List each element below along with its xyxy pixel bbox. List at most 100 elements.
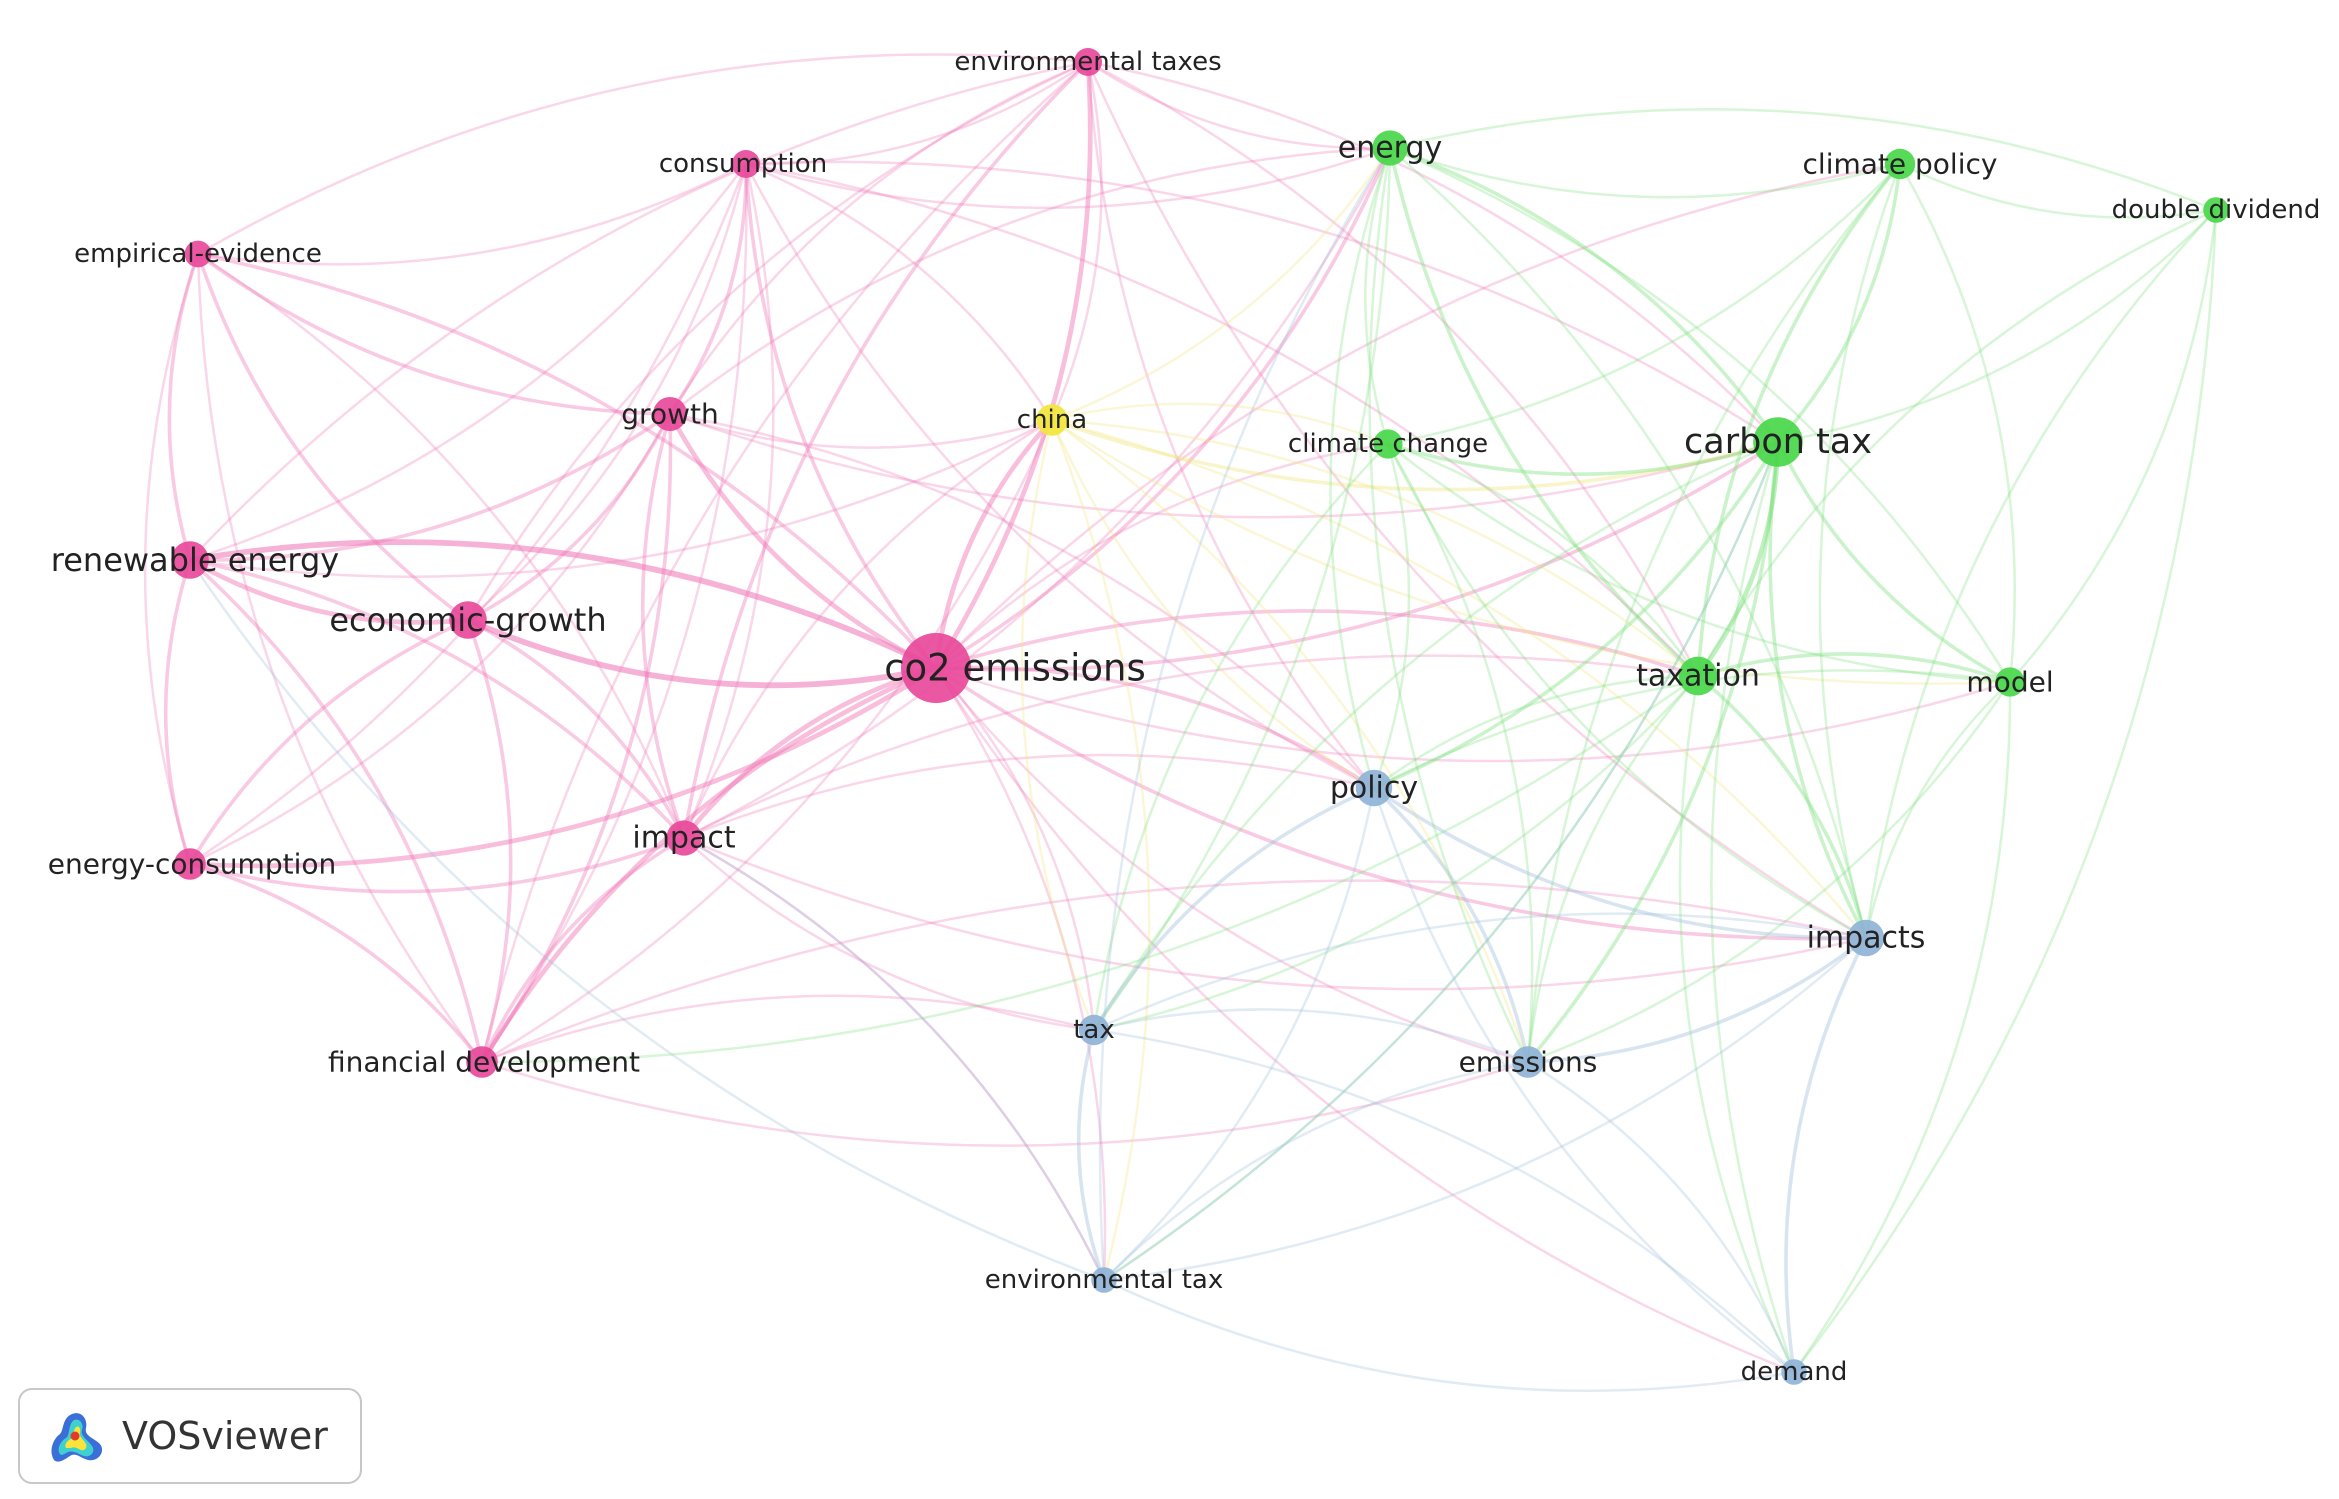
- edge-co2-econgrowth: [466, 617, 937, 689]
- edge-policy-demand: [1372, 787, 1795, 1374]
- vosviewer-logo-icon: [51, 1413, 103, 1462]
- edge-envtax-impact: [683, 836, 1106, 1281]
- node-label-findev[interactable]: financial development: [328, 1046, 640, 1079]
- edge-impacts-emissions: [1527, 936, 1868, 1064]
- node-label-envtax[interactable]: environmental tax: [985, 1265, 1224, 1295]
- node-label-renewable[interactable]: renewable energy: [51, 541, 339, 579]
- node-label-empirical[interactable]: empirical-evidence: [74, 239, 322, 269]
- edge-policy-impacts: [1372, 786, 1867, 940]
- node-emissions[interactable]: [1512, 1046, 1544, 1078]
- node-growth[interactable]: [653, 397, 687, 431]
- edge-model-demand: [1792, 681, 2012, 1373]
- edge-climatechange-taxation: [1387, 442, 1700, 677]
- edge-doubledividend-demand: [1793, 209, 2218, 1373]
- node-model[interactable]: [1995, 667, 2025, 697]
- edge-energy-doubledividend: [1389, 108, 2217, 212]
- edge-energy-impacts: [1389, 147, 1868, 939]
- edge-impact-tax: [683, 837, 1095, 1032]
- node-label-climatepolicy[interactable]: climate policy: [1803, 148, 1998, 181]
- node-renewable[interactable]: [171, 541, 209, 579]
- node-doubledividend[interactable]: [2203, 197, 2229, 223]
- edge-co2-impact: [682, 665, 937, 840]
- node-label-consumption[interactable]: consumption: [659, 149, 827, 179]
- edge-co2-climatechange: [935, 442, 1389, 669]
- node-label-emissions[interactable]: emissions: [1459, 1046, 1598, 1079]
- edge-china-climatechange: [1051, 402, 1389, 446]
- edge-co2-energy: [935, 147, 1392, 670]
- node-label-growth[interactable]: growth: [621, 398, 718, 431]
- edge-growth-policy: [669, 412, 1375, 789]
- node-label-tax[interactable]: tax: [1073, 1015, 1115, 1045]
- node-findev[interactable]: [466, 1046, 498, 1078]
- edge-impact-taxation: [683, 654, 1699, 840]
- node-label-policy[interactable]: policy: [1330, 771, 1418, 806]
- edge-energy-climatechange: [1364, 147, 1392, 445]
- edge-co2-tax: [935, 667, 1096, 1031]
- edge-energycons-findev: [189, 862, 484, 1064]
- node-label-impacts[interactable]: impacts: [1807, 921, 1926, 956]
- edge-taxation-impacts: [1696, 674, 1868, 939]
- node-energy[interactable]: [1372, 130, 1408, 166]
- edge-envtax-energy: [1098, 147, 1392, 1281]
- edge-energy-emissions: [1368, 147, 1530, 1063]
- edge-envtax-renewable: [188, 559, 1105, 1282]
- edge-econgrowth-findev: [466, 619, 513, 1063]
- node-label-china[interactable]: china: [1017, 405, 1087, 435]
- node-tax[interactable]: [1078, 1014, 1110, 1046]
- edge-climatepolicy-doubledividend: [1899, 162, 2217, 219]
- node-policy[interactable]: [1355, 769, 1393, 807]
- edge-climatechange-model: [1387, 443, 2011, 684]
- edge-co2-energycons: [189, 666, 938, 869]
- node-label-impact[interactable]: impact: [632, 821, 735, 856]
- node-label-co2[interactable]: co2 emissions: [884, 647, 1146, 690]
- edge-co2-empirical: [197, 252, 938, 670]
- node-label-taxation[interactable]: taxation: [1636, 659, 1760, 694]
- node-climatepolicy[interactable]: [1884, 148, 1916, 180]
- edge-renewable-impact: [189, 558, 686, 840]
- node-label-envtaxes[interactable]: environmental taxes: [954, 47, 1221, 77]
- edge-model-emissions: [1527, 681, 2012, 1064]
- edge-renewable-growth: [189, 412, 672, 562]
- edge-impact-impacts: [683, 836, 1867, 991]
- edge-climatepolicy-impacts: [1818, 163, 1902, 939]
- edge-impact-envtaxes: [682, 60, 1090, 839]
- node-label-econgrowth[interactable]: economic-growth: [329, 601, 606, 639]
- edge-growth-envtaxes: [668, 60, 1089, 415]
- node-econgrowth[interactable]: [449, 601, 487, 639]
- edge-carbontax-envtax: [1103, 441, 1780, 1282]
- node-label-carbontax[interactable]: carbon tax: [1684, 422, 1872, 462]
- edge-co2-demand: [934, 667, 1795, 1374]
- node-label-demand[interactable]: demand: [1741, 1357, 1848, 1387]
- node-empirical[interactable]: [184, 240, 212, 268]
- edge-doubledividend-taxation: [1696, 208, 2217, 677]
- node-climatechange[interactable]: [1373, 429, 1403, 459]
- edge-growth-energy: [669, 146, 1391, 415]
- edge-tax-envtax: [1076, 1029, 1106, 1281]
- node-demand[interactable]: [1781, 1359, 1807, 1385]
- edge-envtaxes-china: [1050, 61, 1103, 421]
- edge-carbontax-demand: [1710, 441, 1796, 1373]
- edge-taxation-demand: [1678, 675, 1796, 1373]
- node-impact[interactable]: [666, 820, 702, 856]
- node-label-energy[interactable]: energy: [1338, 131, 1443, 166]
- node-energycons[interactable]: [174, 848, 206, 880]
- node-label-climatechange[interactable]: climate change: [1288, 429, 1488, 459]
- node-label-doubledividend[interactable]: double dividend: [2112, 195, 2321, 225]
- edge-layer: [143, 53, 2218, 1393]
- vosviewer-logo-badge[interactable]: VOSviewer: [18, 1388, 362, 1484]
- node-envtax[interactable]: [1091, 1267, 1117, 1293]
- edge-tax-emissions: [1093, 1008, 1529, 1064]
- edge-carbontax-policy: [1373, 441, 1780, 790]
- node-co2[interactable]: [901, 633, 971, 703]
- node-consumption[interactable]: [732, 150, 760, 178]
- node-envtaxes[interactable]: [1074, 48, 1102, 76]
- node-impacts[interactable]: [1847, 919, 1885, 957]
- node-label-energycons[interactable]: energy-consumption: [48, 848, 336, 881]
- edge-impacts-tax: [1093, 912, 1867, 1032]
- node-carbontax[interactable]: [1753, 417, 1803, 467]
- edge-taxation-tax: [1093, 675, 1699, 1032]
- node-taxation[interactable]: [1678, 656, 1718, 696]
- node-china[interactable]: [1036, 404, 1068, 436]
- node-label-model[interactable]: model: [1966, 666, 2053, 699]
